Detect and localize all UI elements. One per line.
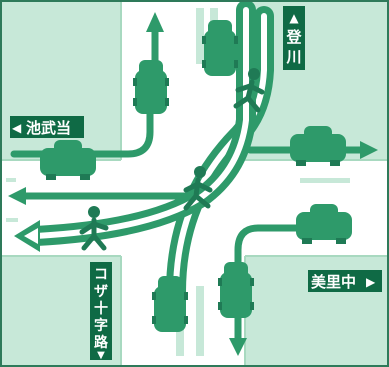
pedestrian-icon: [183, 166, 213, 211]
pedestrian-icon: [233, 68, 265, 113]
sign-south-arrow: ▼: [97, 350, 105, 361]
arrow-heads: [8, 12, 378, 356]
car-icon: [218, 262, 254, 318]
arrow-icon: [24, 228, 38, 244]
sign-east: 美里中 ▶: [308, 270, 382, 292]
sign-north-arrow: ▲: [289, 11, 299, 25]
sign-north: ▲ 登 川: [283, 6, 305, 70]
car-icon: [290, 126, 346, 166]
car-icon: [40, 140, 96, 180]
sign-south-label-char-1: コ: [94, 267, 108, 283]
sign-south-label-char-5: 路: [94, 334, 109, 351]
arrow-icon: [8, 187, 26, 205]
car-icon: [133, 60, 169, 114]
sign-south: コ ザ 十 字 路 ▼: [90, 262, 112, 361]
sign-south-label-char-3: 十: [94, 300, 108, 317]
sign-east-label: 美里中: [311, 273, 356, 291]
arrow-icon: [146, 12, 164, 32]
sign-east-arrow: ▶: [366, 275, 376, 289]
sign-north-label-char-1: 登: [285, 28, 302, 46]
car-icon: [202, 20, 238, 76]
arrow-icon: [360, 141, 378, 159]
sign-south-label-char-2: ザ: [94, 284, 108, 300]
pedestrians: [79, 68, 265, 251]
arrow-west-to-north-turn: [10, 108, 154, 158]
arrow-icon: [229, 338, 247, 356]
hollow-arrow: [14, 220, 40, 252]
sign-south-label-char-4: 字: [94, 317, 108, 334]
sign-west: ◀ 池武当: [10, 116, 84, 138]
arrow-east-to-south-turn: [234, 224, 334, 344]
cars: [40, 20, 352, 332]
sign-west-arrow: ◀: [12, 121, 22, 135]
car-icon: [296, 204, 352, 244]
car-icon: [152, 276, 188, 332]
pedestrian-icon: [79, 206, 109, 251]
sign-north-label-char-2: 川: [285, 48, 301, 66]
sign-west-label: 池武当: [26, 119, 71, 137]
